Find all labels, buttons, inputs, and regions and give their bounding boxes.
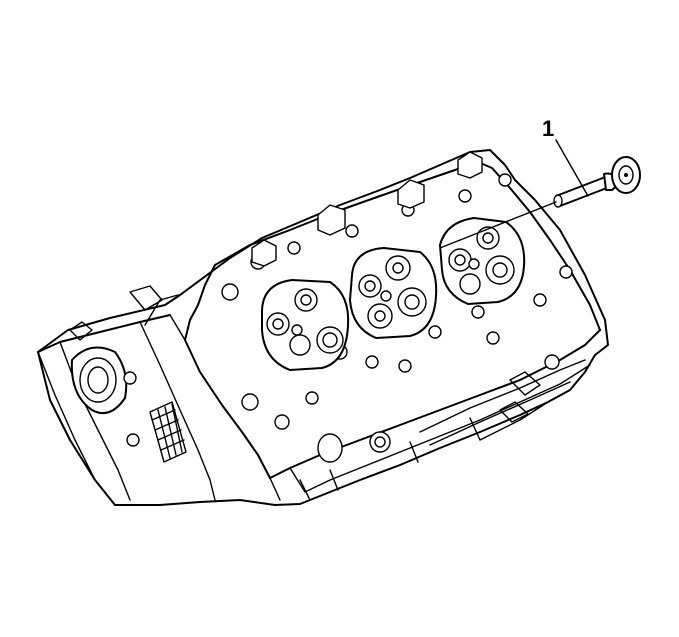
side-rail [419, 359, 586, 446]
combustion-chamber-2 [349, 247, 438, 339]
callout-number-1: 1 [542, 116, 555, 141]
bolt-holes [221, 173, 573, 463]
valve-guide-leader-line [439, 201, 557, 249]
end-boss [70, 346, 140, 447]
port-grid [149, 401, 187, 463]
cam-bosses [69, 151, 483, 341]
valve [553, 156, 641, 208]
combustion-chamber-1 [261, 279, 350, 371]
callout-leader-line [555, 139, 589, 197]
